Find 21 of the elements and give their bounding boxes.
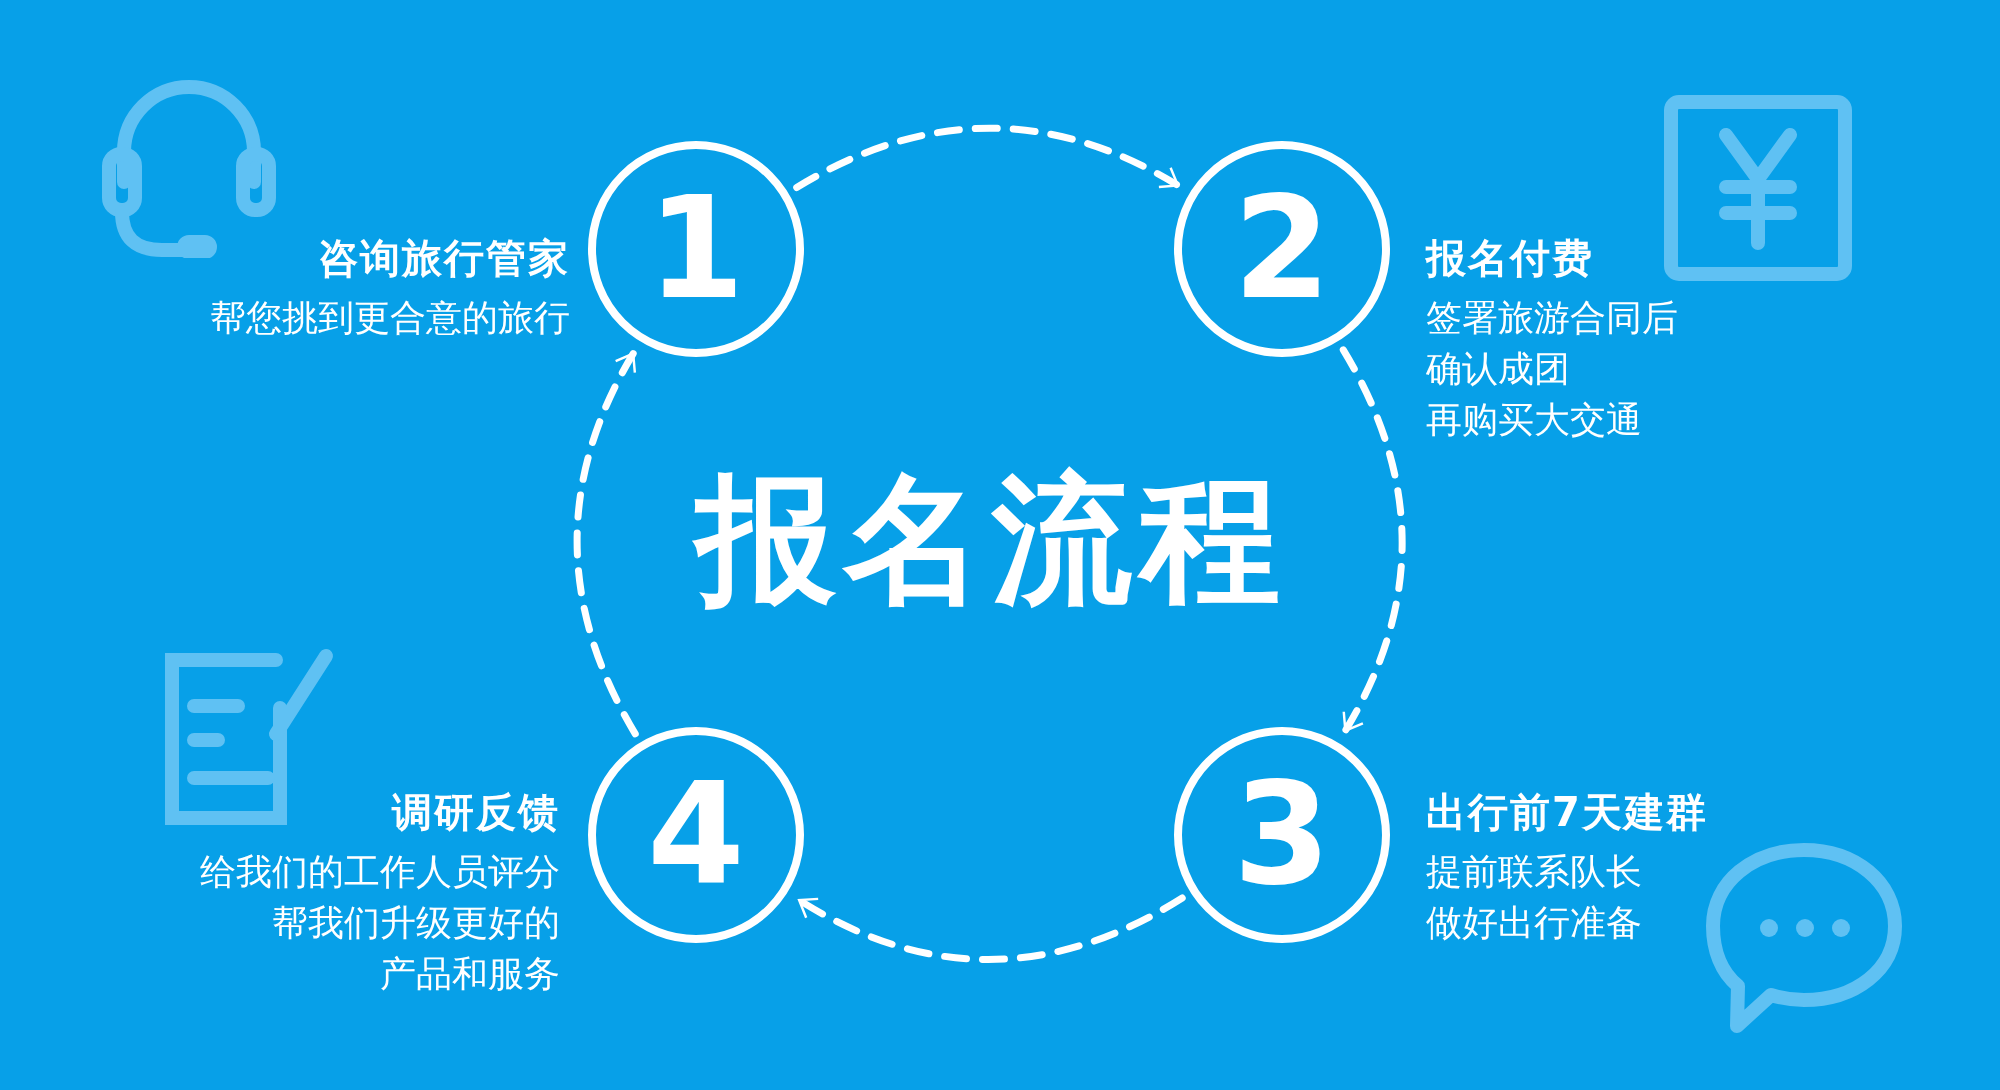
step-description: 给我们的工作人员评分 [200,850,560,894]
step-heading: 咨询旅行管家 [318,234,570,283]
step-description: 帮我们升级更好的 [272,901,560,945]
step-heading: 调研反馈 [392,788,560,837]
dashed-arrow [795,894,1186,964]
dashed-arrow [573,350,639,738]
dashed-arrow [1339,346,1406,735]
step-description: 签署旅游合同后 [1426,296,1678,340]
step-number: 2 [1233,179,1331,319]
dashed-arrow [793,124,1182,191]
step-description: 提前联系队长 [1426,850,1642,894]
step-description: 再购买大交通 [1426,398,1642,442]
step-number: 1 [647,179,745,319]
step-description: 做好出行准备 [1426,901,1642,945]
step-heading: 出行前7天建群 [1426,788,1708,837]
step-description: 确认成团 [1426,347,1570,391]
step-description: 帮您挑到更合意的旅行 [210,296,570,340]
step-number: 3 [1233,765,1331,905]
step-description: 产品和服务 [380,952,560,996]
step-heading: 报名付费 [1426,234,1594,283]
step-number: 4 [647,765,745,905]
